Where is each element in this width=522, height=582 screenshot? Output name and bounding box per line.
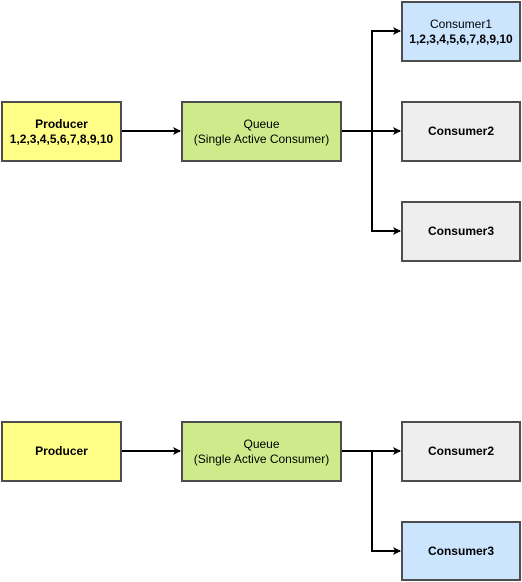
consumer-label: Consumer3 [427,543,495,558]
producer-node-bottom: Producer [1,421,122,482]
producer-label: Producer [35,116,88,131]
queue-label: Queue [243,436,280,451]
producer-messages: 1,2,3,4,5,6,7,8,9,10 [9,131,114,146]
consumer2-node-top: Consumer2 [401,101,521,162]
queue-node-bottom: Queue (Single Active Consumer) [181,421,342,482]
consumer3-node-top: Consumer3 [401,201,521,262]
arrow-queue-to-consumer3-top [341,130,401,235]
consumer2-node-bottom: Consumer2 [401,421,521,482]
queue-label: Queue [243,116,280,131]
queue-node-top: Queue (Single Active Consumer) [181,101,342,162]
consumer3-node-bottom: Consumer3 [401,521,521,581]
producer-node-top: Producer 1,2,3,4,5,6,7,8,9,10 [1,101,122,162]
consumer-label: Consumer2 [427,124,495,138]
consumer-label: Consumer3 [427,224,495,238]
consumer-label: Consumer2 [427,444,495,458]
producer-label: Producer [35,444,88,458]
arrow-queue-to-consumer1-top [341,27,401,132]
consumer1-node-top: Consumer1 1,2,3,4,5,6,7,8,9,10 [401,1,521,62]
arrow-queue-to-consumer3-bottom [341,450,401,555]
consumer-label: Consumer1 [429,16,493,31]
queue-subtitle: (Single Active Consumer) [193,131,330,146]
queue-subtitle: (Single Active Consumer) [193,451,330,466]
consumer-messages: 1,2,3,4,5,6,7,8,9,10 [409,31,513,46]
